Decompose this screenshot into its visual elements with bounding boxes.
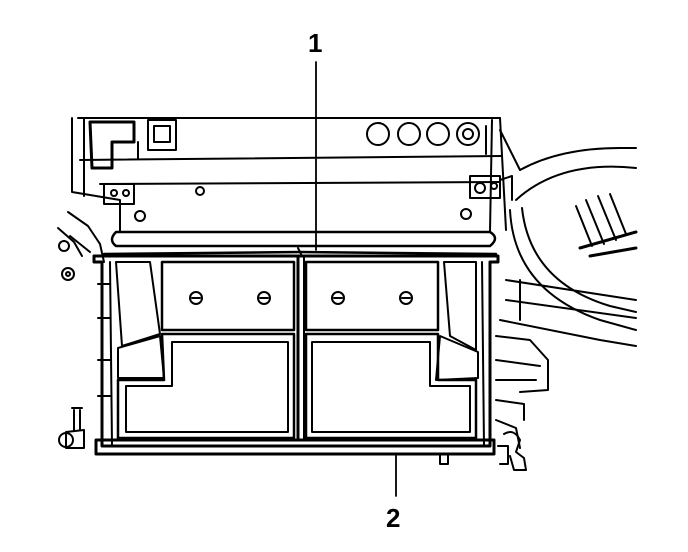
filter-access-cover xyxy=(58,230,509,465)
leader-lines xyxy=(315,61,397,497)
callout-label-1: 1 xyxy=(308,28,323,58)
round-ports xyxy=(366,122,480,146)
left-mount-bracket xyxy=(57,183,135,281)
blower-housing xyxy=(469,129,638,471)
upper-housing xyxy=(71,117,507,233)
callout-label-2: 2 xyxy=(386,503,401,533)
